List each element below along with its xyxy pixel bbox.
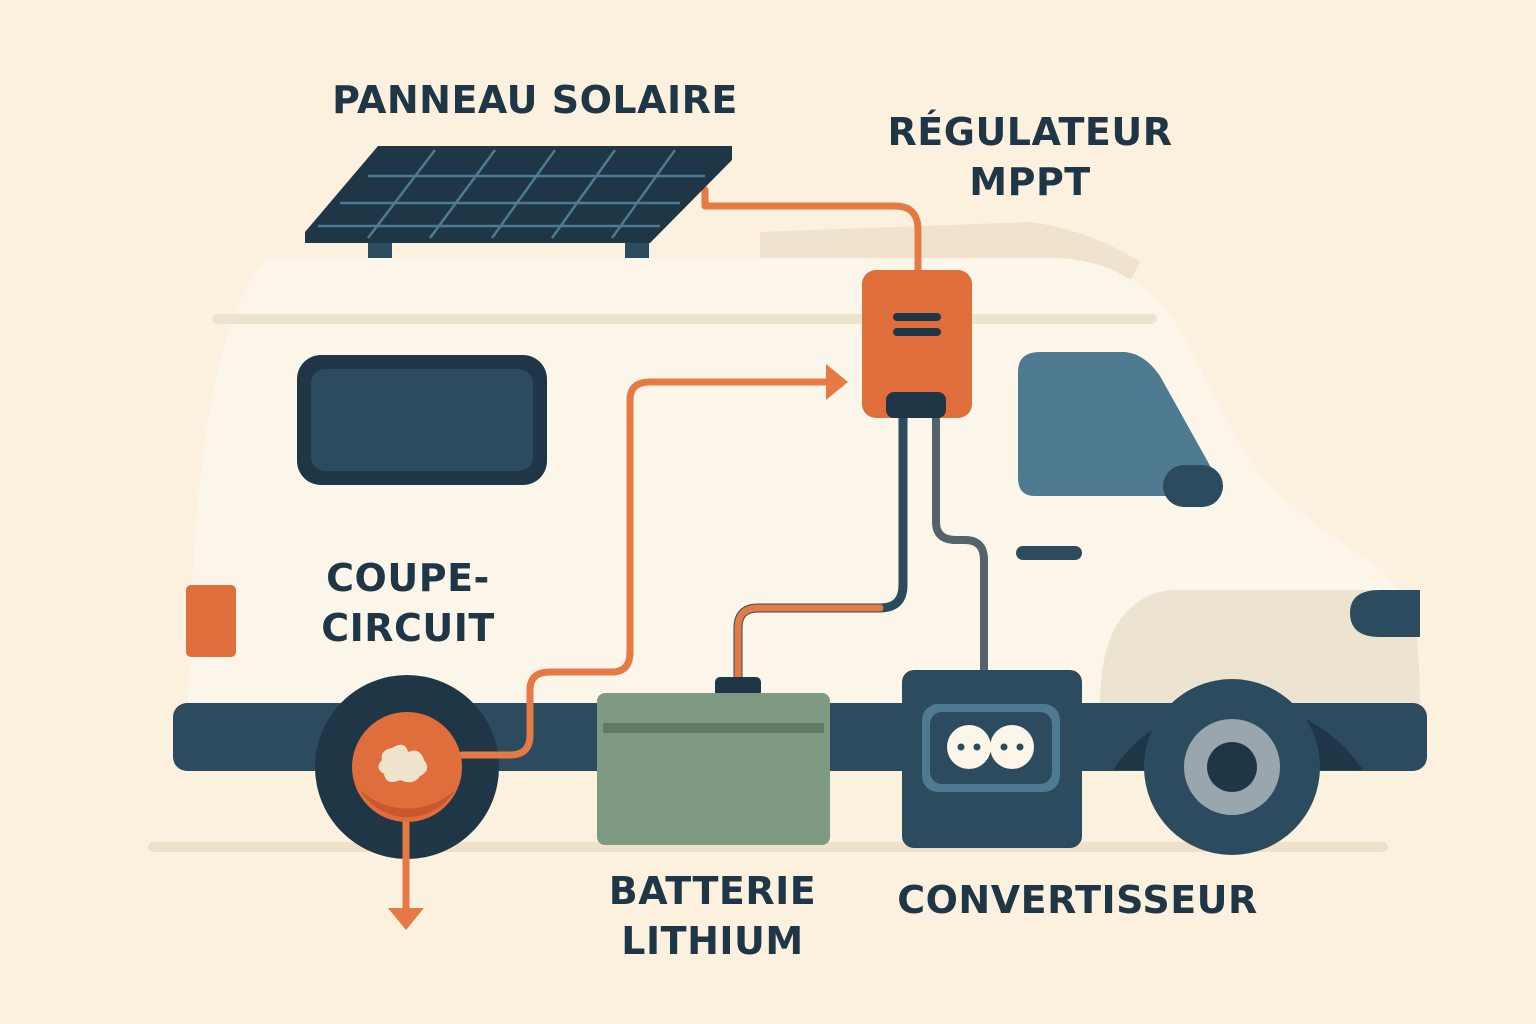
solar-panel-icon [305, 146, 732, 258]
arrow-to-regulator [826, 364, 848, 400]
rear-window-glass [311, 369, 533, 471]
cable-converter-to-regulator [932, 411, 988, 676]
solar-panel-label-text: PANNEAU SOLAIRE [332, 78, 738, 122]
cable-panel-to-regulator [701, 186, 922, 276]
door-handle [1016, 546, 1082, 560]
regulator-line-2 [893, 328, 941, 336]
battery-body [597, 693, 830, 845]
mirror [1163, 465, 1223, 507]
breaker-label-line-1: COUPE- [326, 556, 490, 600]
regulator-port [886, 392, 946, 418]
cable-battery-orange [734, 604, 884, 684]
front-window [1018, 352, 1221, 496]
front-wheel-center [1207, 742, 1257, 792]
mppt-regulator-icon [862, 270, 972, 418]
battery-label-line-1: BATTERIE [608, 869, 817, 913]
cable-breaker-to-regulator [458, 378, 834, 759]
regulator-label-line-2: MPPT [969, 160, 1091, 204]
regulator-label: RÉGULATEUR MPPT [870, 107, 1190, 207]
breaker-mark [378, 744, 428, 783]
arrow-down [388, 908, 424, 930]
regulator-box [862, 270, 972, 418]
breaker-disc-shade [360, 790, 455, 818]
solar-panel-label: PANNEAU SOLAIRE [310, 75, 760, 125]
rear-light [186, 585, 236, 657]
battery-terminal [715, 677, 761, 697]
lithium-battery-icon [597, 677, 830, 845]
regulator-label-line-1: RÉGULATEUR [887, 110, 1173, 154]
converter-label-text: CONVERTISSEUR [897, 878, 1258, 922]
camper-van-icon [173, 222, 1427, 859]
battery-stripe [603, 723, 824, 733]
converter-label: CONVERTISSEUR [880, 875, 1275, 925]
breaker-label-line-2: CIRCUIT [321, 606, 495, 650]
cables [402, 186, 988, 916]
circuit-breaker-icon [352, 712, 462, 822]
outlet-icon [947, 725, 1034, 769]
van-stripe [212, 314, 1157, 324]
breaker-label: COUPE- CIRCUIT [298, 553, 518, 653]
battery-label-line-2: LITHIUM [621, 919, 804, 963]
battery-label: BATTERIE LITHIUM [590, 866, 835, 966]
regulator-line-1 [893, 313, 941, 321]
van-front-shade [1100, 590, 1420, 705]
power-converter-icon [902, 670, 1082, 848]
headlight [1350, 590, 1420, 637]
panel-grid [318, 149, 705, 239]
